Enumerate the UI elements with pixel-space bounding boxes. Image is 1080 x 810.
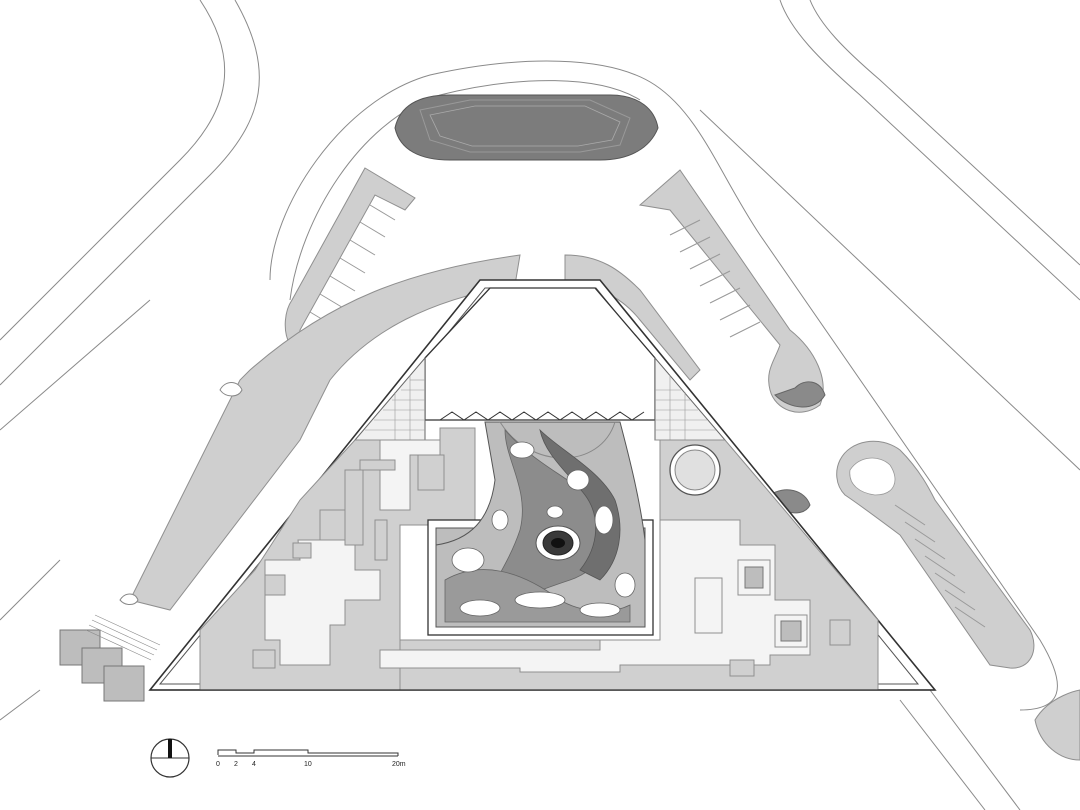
north-arrow-icon [150,738,190,778]
paved-paths-right [379,519,851,677]
parking-right-upper [638,169,826,413]
scale-tick-0: 0 [216,761,220,768]
site-boundary [269,60,1058,711]
scale-tick-2: 2 [234,761,238,768]
scale-tick-4: 4 [252,761,256,768]
paved-paths-left [252,439,445,669]
scale-tick-10: 10 [304,761,312,768]
central-courtyard [427,411,654,636]
top-landscape-island [394,94,659,161]
scale-bar: 0 2 4 10 20m [216,749,406,768]
stair-block-left [353,356,426,441]
circular-skylight [669,444,721,496]
scale-tick-20m: 20m [392,761,406,768]
